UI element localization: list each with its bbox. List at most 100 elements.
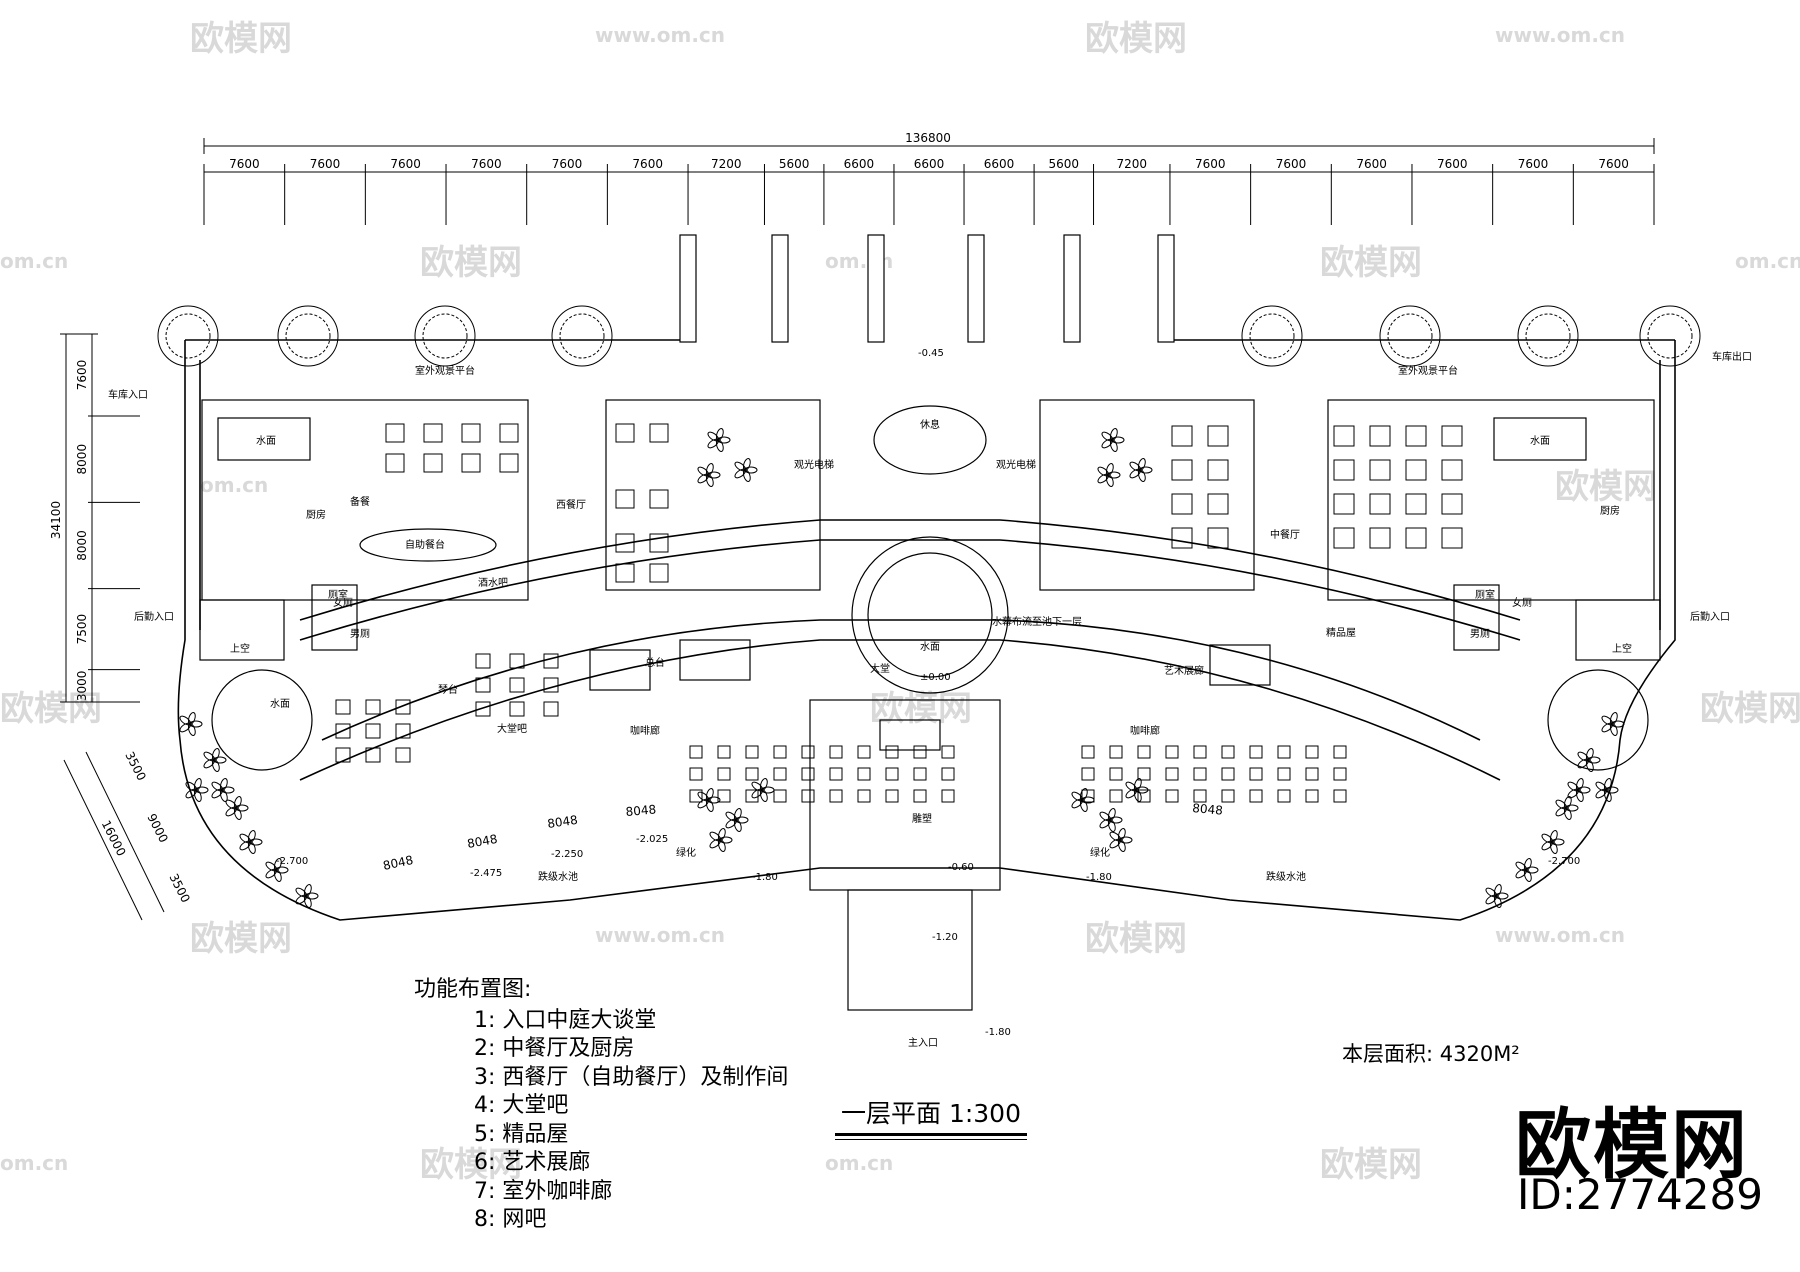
table <box>423 453 443 473</box>
table <box>745 767 759 781</box>
table <box>385 423 405 443</box>
label-waterfall: 水幕布流至池下一层 <box>992 615 1082 628</box>
table <box>509 653 525 669</box>
table <box>1249 789 1263 803</box>
label-greening-right: 绿化 <box>1090 846 1110 859</box>
table <box>615 533 635 553</box>
table <box>689 767 703 781</box>
label-restroom-right: 厕室 <box>1475 588 1495 601</box>
table <box>1081 767 1095 781</box>
label-western-restaurant: 西餐厅 <box>556 498 586 511</box>
table <box>475 701 491 717</box>
level-l2: -2.250 <box>551 849 583 860</box>
label-rest: 休息 <box>920 418 940 431</box>
plant-center <box>1585 757 1591 763</box>
table <box>913 745 927 759</box>
table <box>1277 789 1291 803</box>
table <box>829 767 843 781</box>
table <box>1207 493 1229 515</box>
table <box>913 767 927 781</box>
table <box>475 677 491 693</box>
table <box>499 423 519 443</box>
wing-dimension: 8048 <box>546 813 578 831</box>
watermark: 欧模网 <box>420 243 522 283</box>
table <box>1441 425 1463 447</box>
table <box>717 745 731 759</box>
diagonal-dimension <box>63 751 165 921</box>
wing-dimension: 8048 <box>382 853 415 873</box>
table <box>395 723 411 739</box>
plant-leaf <box>211 748 220 761</box>
table <box>1171 493 1193 515</box>
label-restroom-left: 厕室 <box>328 588 348 601</box>
table <box>365 699 381 715</box>
watermark: 欧模网 <box>0 689 102 729</box>
watermark: 欧模网 <box>190 919 292 959</box>
label-coffee-left: 咖啡廊 <box>630 724 660 737</box>
table <box>801 745 815 759</box>
plant-leaf <box>705 463 714 476</box>
plant-leaf <box>705 788 714 801</box>
room-labels: 车库入口 车库出口 室外观景平台 室外观景平台 水面 水面 厨房 厨房 备餐 自… <box>108 350 1752 1049</box>
legend-item: 1: 入口中庭大谈堂 <box>474 1007 657 1033</box>
table <box>649 533 669 553</box>
label-pool-right: 跌级水池 <box>1266 870 1306 883</box>
table <box>395 747 411 763</box>
table <box>543 677 559 693</box>
top-dimension-value: 7600 <box>1356 157 1387 171</box>
diagonal-total-dimension: 16000 <box>99 818 129 858</box>
top-dimension-value: 6600 <box>914 157 945 171</box>
table <box>717 767 731 781</box>
top-dimension-value: 7600 <box>1598 157 1629 171</box>
top-dimension-value: 7600 <box>1195 157 1226 171</box>
top-dimension-value: 7600 <box>632 157 663 171</box>
watermark: 欧模网 <box>1320 1145 1422 1185</box>
facade-fins <box>679 234 1175 343</box>
plant-leaf <box>759 778 768 791</box>
floor-area: 本层面积: 4320M² <box>1342 1042 1520 1066</box>
top-dimension-value: 7200 <box>1116 157 1147 171</box>
table <box>1333 459 1355 481</box>
top-dimension-value: 7600 <box>229 157 260 171</box>
plant-center <box>1137 467 1143 473</box>
table <box>1171 459 1193 481</box>
table <box>335 723 351 739</box>
table <box>649 563 669 583</box>
watermark-layer: 欧模网 www.om.cn 欧模网 www.om.cn om.cn 欧模网 om… <box>0 19 1800 1185</box>
watermark: 欧模网 <box>420 1145 522 1185</box>
plant-center <box>759 787 765 793</box>
table <box>1369 493 1391 515</box>
plant-leaf <box>247 830 256 843</box>
table <box>1109 745 1123 759</box>
top-dimension-value: 7200 <box>711 157 742 171</box>
label-water-left: 水面 <box>256 435 276 447</box>
left-dimension <box>60 333 98 703</box>
label-coffee-right: 咖啡廊 <box>1130 724 1160 737</box>
wing-dimension: 8048 <box>1192 801 1224 818</box>
interior-walls <box>199 399 1661 1011</box>
table <box>885 789 899 803</box>
top-dimension-value: 5600 <box>1049 157 1080 171</box>
table <box>1193 745 1207 759</box>
legend-item: 5: 精品屋 <box>474 1121 569 1147</box>
legend-item: 7: 室外咖啡廊 <box>474 1178 613 1204</box>
plant-leaf <box>1603 778 1612 791</box>
table <box>1221 745 1235 759</box>
wing-dimension: 8048 <box>625 802 657 819</box>
watermark: 欧模网 <box>870 689 972 729</box>
table <box>941 745 955 759</box>
table <box>335 699 351 715</box>
label-boutique: 精品屋 <box>1326 626 1356 639</box>
plant-leaf <box>219 778 228 791</box>
table <box>941 789 955 803</box>
table <box>1171 425 1193 447</box>
table <box>499 453 519 473</box>
plant-leaf <box>715 428 724 441</box>
plant-center <box>187 721 193 727</box>
label-pool: 水面 <box>920 641 940 653</box>
label-prep: 备餐 <box>350 495 370 508</box>
plant-leaf <box>233 796 242 809</box>
watermark: 欧模网 <box>1700 689 1800 729</box>
total-dimension: 136800 <box>905 131 951 145</box>
